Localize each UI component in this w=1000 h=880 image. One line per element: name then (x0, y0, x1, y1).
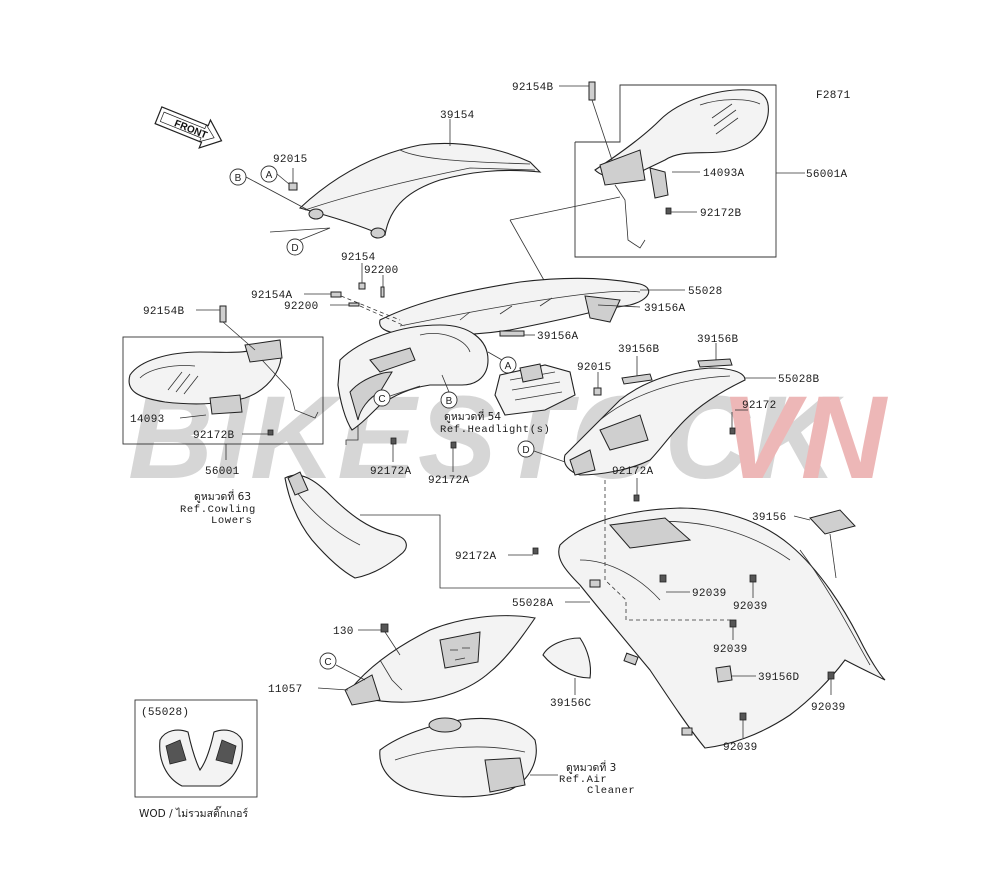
callout-c-2: C (324, 657, 331, 668)
label-55028: 55028 (688, 286, 723, 298)
ref-headlight-thai: ดูหมวดที่ 54 (444, 409, 501, 423)
label-92200-1: 92200 (364, 265, 399, 277)
label-39156d: 39156D (758, 672, 800, 684)
inset-box (134, 699, 258, 798)
label-39156b-2: 39156B (697, 334, 739, 346)
label-92015-mid: 92015 (577, 362, 612, 374)
figure-code: F2871 (816, 90, 851, 102)
label-55028b: 55028B (778, 374, 820, 386)
label-39156: 39156 (752, 512, 787, 524)
label-39156a-1: 39156A (644, 303, 686, 315)
mirror-left-part (128, 339, 319, 419)
headlight-part (494, 363, 576, 416)
stay-bracket-part (344, 615, 536, 706)
label-92015-top: 92015 (273, 154, 308, 166)
label-92172a-4: 92172A (455, 551, 497, 563)
label-92154a: 92154A (251, 290, 293, 302)
label-92172a-1: 92172A (370, 466, 412, 478)
callout-c-1: C (378, 394, 385, 405)
label-14093: 14093 (130, 414, 165, 426)
label-11057: 11057 (268, 684, 303, 696)
callout-d-1: D (291, 243, 298, 254)
callout-b-2: B (446, 396, 453, 407)
callout-b-1: B (235, 173, 242, 184)
label-56001: 56001 (205, 466, 240, 478)
ref-cowling-en2: Lowers (211, 515, 252, 527)
label-92154: 92154 (341, 252, 376, 264)
front-arrow-icon: FRONT (154, 106, 223, 149)
wod-note: WOD / ไม่รวมสติ๊กเกอร์ (139, 805, 248, 820)
cowling-lower-part (284, 471, 407, 579)
label-92039-4: 92039 (811, 702, 846, 714)
watermark-text-2: VN (720, 372, 889, 504)
ref-cowling-en1: Ref.Cowling (180, 504, 256, 516)
ref-cowling-thai: ดูหมวดที่ 63 (194, 489, 251, 503)
label-92172: 92172 (742, 400, 777, 412)
label-92039-1: 92039 (692, 588, 727, 600)
label-39156a-2: 39156A (537, 331, 579, 343)
callout-a-2: A (505, 361, 512, 372)
label-92172a-3: 92172A (612, 466, 654, 478)
label-14093a: 14093A (703, 168, 745, 180)
air-cleaner-part (379, 717, 537, 798)
label-92154b-left: 92154B (143, 306, 185, 318)
windshield-part (298, 142, 542, 239)
label-92039-3: 92039 (713, 644, 748, 656)
label-39156b-1: 39156B (618, 344, 660, 356)
callout-a-1: A (266, 170, 273, 181)
label-39154: 39154 (440, 110, 475, 122)
label-92039-2: 92039 (733, 601, 768, 613)
ref-air-en1: Ref.Air (559, 774, 607, 786)
label-39156c: 39156C (550, 698, 592, 710)
label-92172b-left: 92172B (193, 430, 235, 442)
label-92172a-2: 92172A (428, 475, 470, 487)
label-92172b-top: 92172B (700, 208, 742, 220)
inset-cowl-part (159, 729, 243, 787)
ref-air-thai: ดูหมวดที่ 3 (566, 760, 616, 774)
side-fairing-part (558, 507, 886, 749)
inner-front-panel-part (337, 324, 489, 431)
inset-label: (55028) (141, 707, 189, 719)
ref-headlight-en: Ref.Headlight(s) (440, 424, 550, 436)
label-92154b-top: 92154B (512, 82, 554, 94)
label-92200-2: 92200 (284, 301, 319, 313)
label-92039-5: 92039 (723, 742, 758, 754)
mirror-right-part (594, 89, 769, 249)
label-55028a: 55028A (512, 598, 554, 610)
watermark: BIKESTOCK VN (128, 372, 889, 504)
label-56001a: 56001A (806, 169, 848, 181)
callout-d-2: D (522, 445, 529, 456)
label-130: 130 (333, 626, 354, 638)
ref-air-en2: Cleaner (587, 785, 635, 797)
side-inner-panel-part (563, 367, 746, 476)
